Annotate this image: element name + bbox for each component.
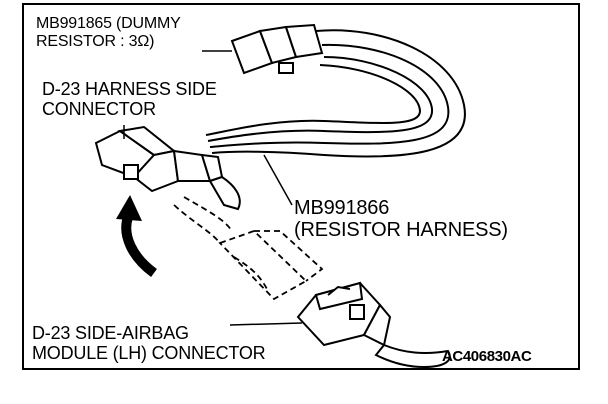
airbag-module-connector-label: D-23 SIDE-AIRBAG MODULE (LH) CONNECTOR [32,323,266,364]
dummy-resistor-label-line1: MB991865 (DUMMY [36,15,181,32]
curved-up-arrow-icon [116,195,158,278]
airbag-module-connector-drawing [296,281,451,368]
airbag-module-connector-label-line1: D-23 SIDE-AIRBAG [32,323,189,343]
harness-side-connector-label: D-23 HARNESS SIDE CONNECTOR [42,79,217,119]
figure-code: AC406830AC [442,348,532,365]
resistor-harness-wires [205,29,466,158]
dummy-resistor-label-line2: RESISTOR : 3Ω) [36,32,155,50]
harness-side-connector-label-line1: D-23 HARNESS SIDE [42,79,217,99]
dummy-resistor-drawing [230,23,324,75]
harness-side-connector-label-line2: CONNECTOR [42,99,156,120]
resistor-harness-label-line2: (RESISTOR HARNESS) [294,219,508,242]
dummy-resistor-label: MB991865 (DUMMY RESISTOR : 3Ω) [36,15,181,51]
resistor-harness-label: MB991866 (RESISTOR HARNESS) [294,197,508,242]
resistor-harness-label-line1: MB991866 [294,197,390,219]
airbag-module-connector-label-line2: MODULE (LH) CONNECTOR [32,343,266,364]
leader-lines [123,50,303,326]
diagram-frame: MB991865 (DUMMY RESISTOR : 3Ω) D-23 HARN… [22,3,580,370]
diagram-illustration [94,23,466,368]
harness-side-connector-drawing [94,125,241,211]
phantom-connector-outline [173,196,324,301]
